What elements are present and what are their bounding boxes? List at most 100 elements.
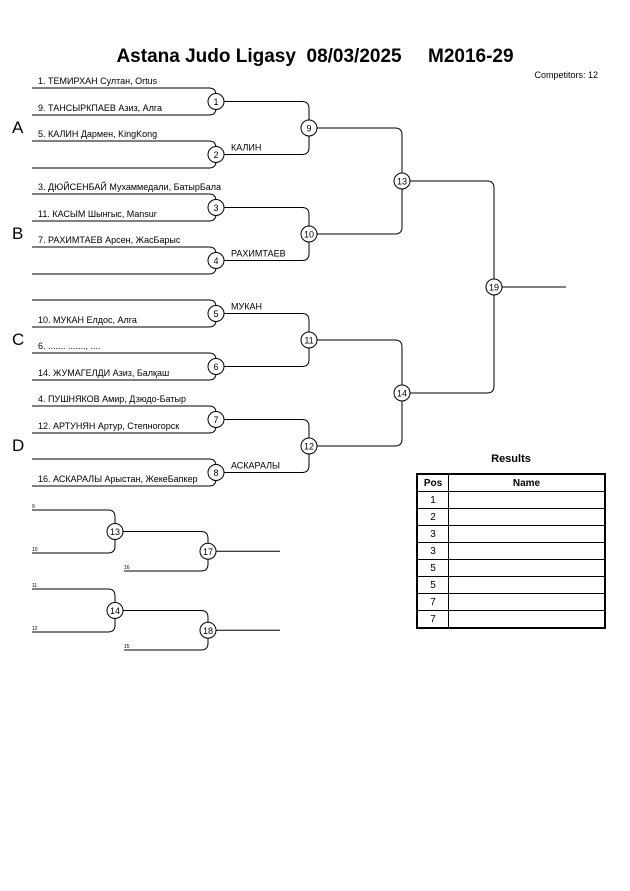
repechage-line: [32, 509, 116, 554]
results-row: 2: [416, 508, 606, 526]
bracket-line: [309, 127, 403, 235]
results-row: 5: [416, 576, 606, 594]
results-row: 7: [416, 610, 606, 629]
match-circle: [207, 464, 225, 481]
bracket-line: [32, 140, 217, 169]
competitor-name: 1. ТЕМИРХАН Султан, Ortus: [38, 76, 158, 86]
results-header-row: Pos Name: [416, 473, 606, 492]
match-circle: [207, 93, 225, 110]
pool-a-label: A: [12, 118, 24, 137]
match-circle-number: 5: [213, 309, 218, 319]
match-circle-number: 8: [213, 468, 218, 478]
results-pos: 7: [416, 593, 449, 611]
match-circle-number: 3: [213, 203, 218, 213]
results-pos: 3: [416, 542, 449, 560]
pool-b-label: B: [12, 224, 24, 243]
repechage-source-label: 16: [124, 565, 130, 571]
competitor-name: 14. ЖУМАГЕЛДИ Азиз, Балқаш: [38, 368, 169, 378]
match-circle: [207, 199, 225, 216]
match-circle-number: 11: [304, 336, 313, 346]
match-circle: [106, 523, 124, 540]
match-circle: [300, 331, 318, 349]
results-title: Results: [491, 453, 531, 465]
results-name: [448, 525, 606, 543]
results-table: Pos Name 1 2 3 3 5 5 7 7: [416, 473, 606, 629]
results-name: [448, 542, 606, 560]
competitor-name: 11. КАСЫМ Шынгыс, Mansur: [38, 209, 157, 219]
match-circle-number: 18: [203, 626, 213, 636]
competitor-name: 4. ПУШНЯКОВ Амир, Дзюдо-Батыр: [38, 394, 186, 404]
round1-winner-name: МУКАН: [231, 302, 262, 312]
match-circle: [199, 621, 217, 639]
match-circle: [300, 225, 318, 243]
match-circle-number: 9: [306, 124, 311, 134]
results-name: [448, 593, 606, 611]
match-circle-number: 10: [304, 230, 314, 240]
repechage-source-label: 9: [32, 504, 35, 510]
results-pos: 5: [416, 559, 449, 577]
results-pos: 5: [416, 576, 449, 594]
bracket-line: [309, 339, 403, 447]
results-name: [448, 559, 606, 577]
match-circle: [207, 252, 225, 269]
competitors-count: Competitors: 12: [534, 70, 598, 80]
results-row: 3: [416, 525, 606, 543]
match-circle-number: 14: [110, 606, 120, 616]
round1-winner-name: АСКАРАЛЫ: [231, 461, 280, 471]
match-circle: [207, 305, 225, 322]
results-pos: 2: [416, 508, 449, 526]
results-header-pos: Pos: [416, 473, 449, 492]
results-row: 7: [416, 593, 606, 611]
results-row: 3: [416, 542, 606, 560]
repechage-source-label: 10: [32, 547, 38, 553]
repechage-source-label: 15: [124, 644, 130, 650]
results-row: 1: [416, 491, 606, 509]
results-header-name: Name: [448, 473, 606, 492]
bracket-line: [216, 313, 310, 367]
match-circle-number: 13: [397, 177, 407, 187]
match-circle-number: 7: [213, 415, 218, 425]
results-name: [448, 576, 606, 594]
match-circle: [300, 119, 318, 137]
results-pos: 3: [416, 525, 449, 543]
bracket-line: [216, 101, 310, 155]
match-circle: [393, 172, 411, 190]
match-circle: [207, 411, 225, 428]
match-circle: [485, 278, 503, 296]
match-circle: [300, 437, 318, 455]
results-pos: 1: [416, 491, 449, 509]
match-circle-number: 1: [213, 97, 218, 107]
repechage-line: [32, 588, 116, 633]
competitor-name: 7. РАХИМТАЕВ Арсен, ЖасБарыс: [38, 235, 181, 245]
competitor-name: 6. ....... ......., ....: [38, 341, 101, 351]
competitor-name: 9. ТАНСЫРКПАЕВ Азиз, Алга: [38, 103, 162, 113]
match-circle: [207, 358, 225, 375]
match-circle-number: 6: [213, 362, 218, 372]
results-name: [448, 610, 606, 629]
competitor-name: 3. ДЮЙСЕНБАЙ Мухаммедали, БатырБала: [38, 181, 221, 192]
pool-c-label: C: [12, 330, 25, 349]
competitor-name: 5. КАЛИН Дармен, KingKong: [38, 129, 157, 139]
match-circle: [106, 602, 124, 619]
pool-d-label: D: [12, 436, 25, 455]
match-circle-number: 13: [110, 527, 120, 537]
repechage-source-label: 12: [32, 626, 38, 632]
match-circle-number: 14: [397, 389, 407, 399]
match-circle-number: 19: [489, 283, 499, 293]
match-circle: [199, 542, 217, 560]
repechage-source-label: 11: [32, 583, 37, 589]
round1-winner-name: РАХИМТАЕВ: [231, 249, 286, 259]
results-row: 5: [416, 559, 606, 577]
competitor-name: 10. МУКАН Елдос, Алга: [38, 315, 137, 325]
results-name: [448, 491, 606, 509]
match-circle: [207, 146, 225, 163]
bracket-line: [402, 180, 495, 394]
match-circle-number: 2: [213, 150, 218, 160]
match-circle-number: 12: [304, 442, 314, 452]
match-circle-number: 4: [213, 256, 218, 266]
page-title: Astana Judo Ligasy 08/03/2025 M2016-29: [116, 46, 514, 67]
match-circle-number: 17: [203, 547, 213, 557]
match-circle: [393, 384, 411, 402]
results-pos: 7: [416, 610, 449, 629]
